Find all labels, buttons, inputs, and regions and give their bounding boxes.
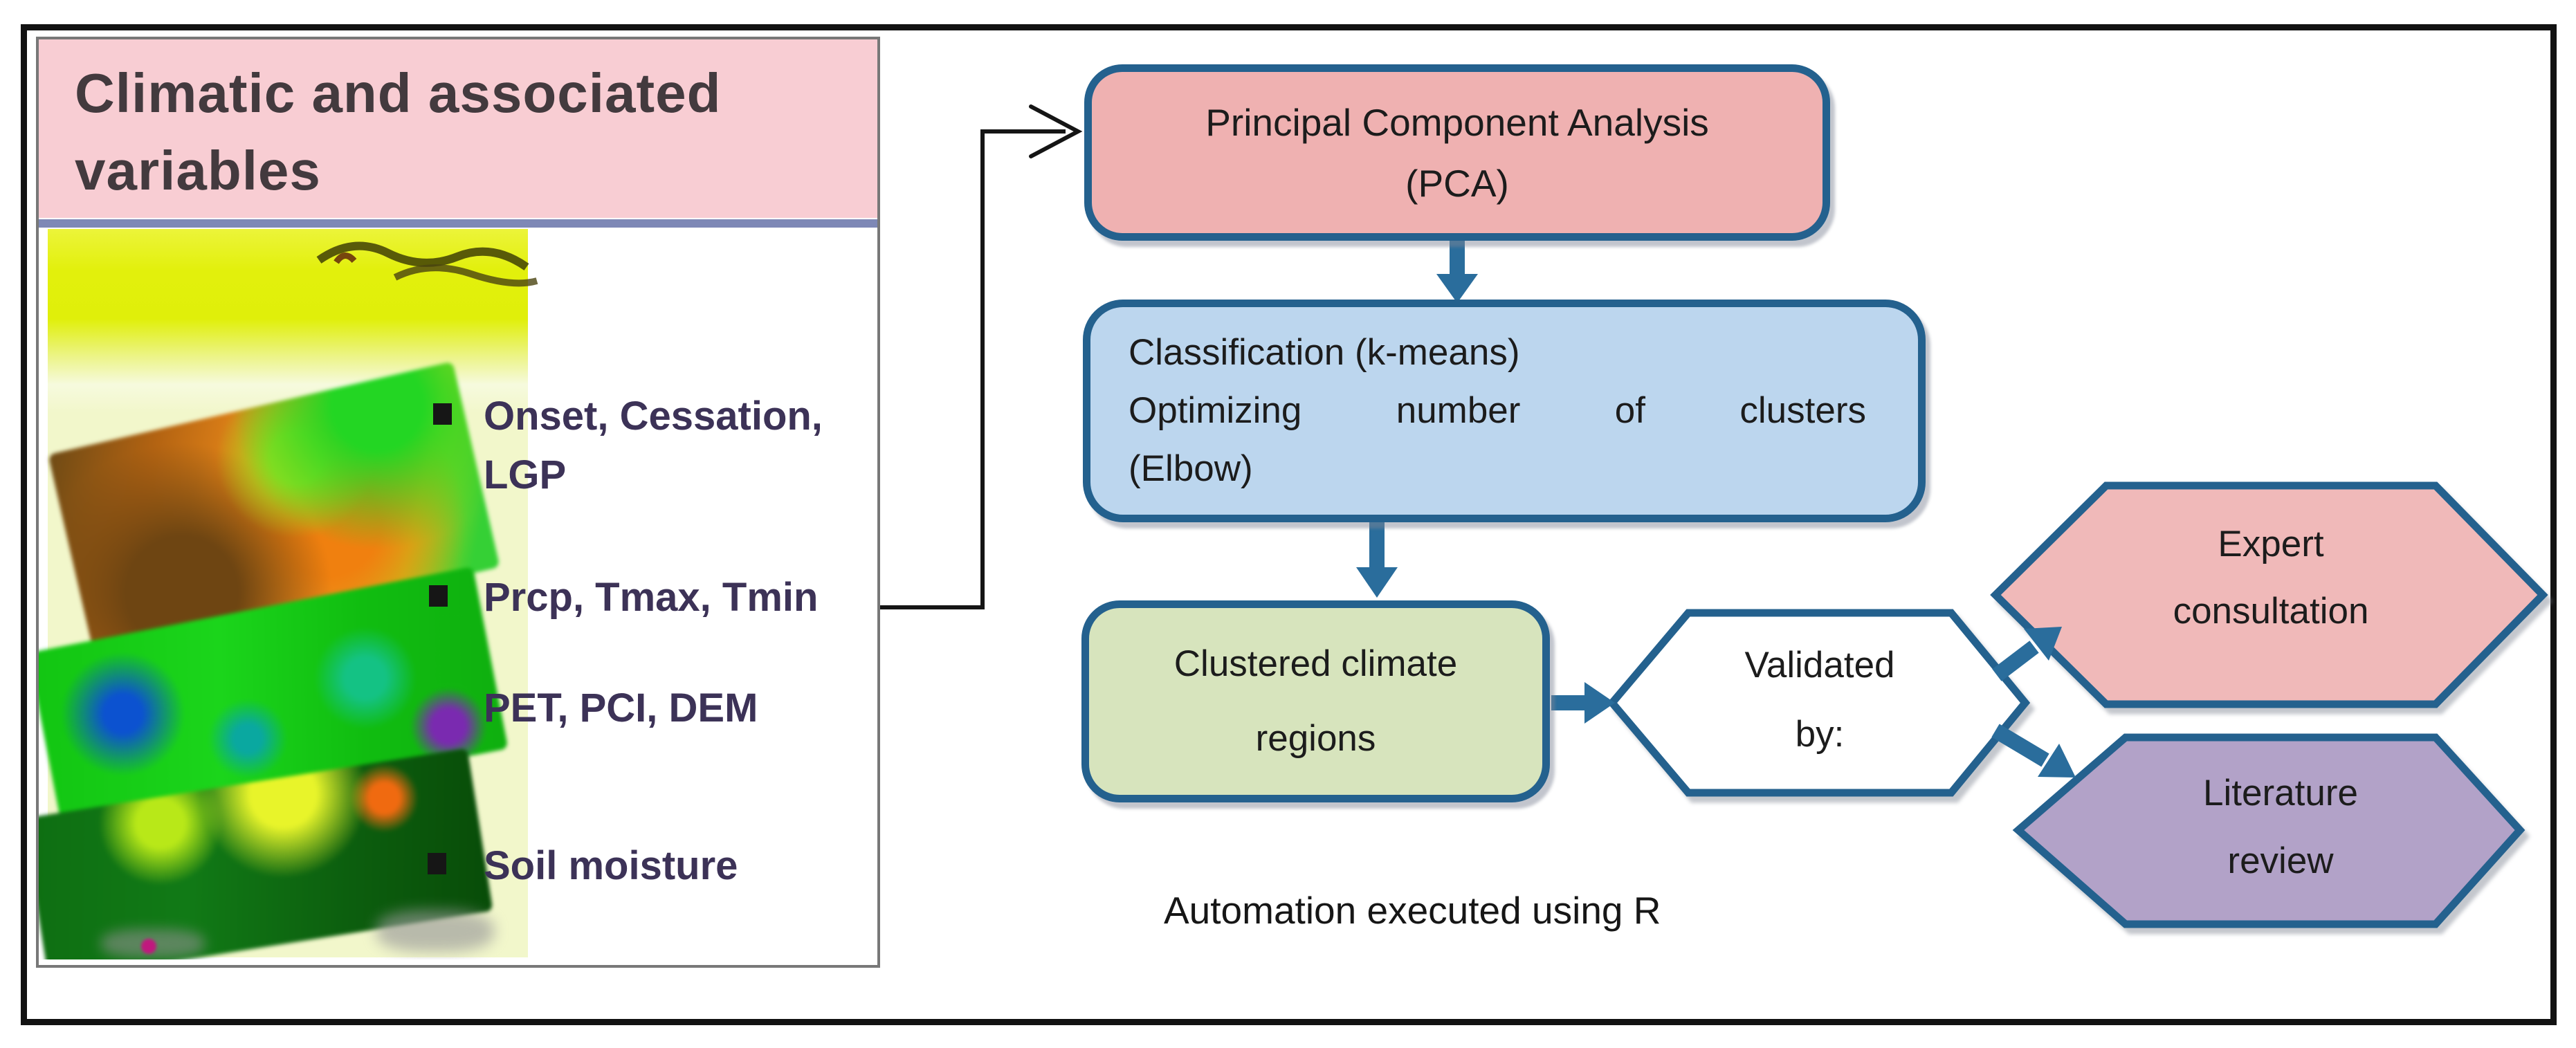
expert-consultation-label: Expert consultation	[2106, 511, 2436, 645]
node-classification-line1: Classification (k-means)	[1129, 332, 1520, 373]
node-pca-line2: (PCA)	[1405, 161, 1509, 205]
node-pca: Principal Component Analysis (PCA)	[1084, 64, 1830, 241]
list-item-line: Soil moisture	[484, 843, 738, 888]
panel-title-line2: variables	[75, 140, 321, 201]
list-item-line: Onset, Cessation,	[484, 394, 823, 439]
validated-line2: by:	[1795, 714, 1845, 755]
node-pca-line1: Principal Component Analysis	[1205, 100, 1709, 144]
panel-content: Onset, Cessation, LGP Prcp, Tmax, Tmin P…	[39, 229, 872, 959]
automation-caption: Automation executed using R	[1164, 889, 1661, 932]
node-classification-line3: (Elbow)	[1129, 448, 1253, 489]
list-item-onset: Onset, Cessation, LGP	[484, 387, 872, 504]
panel-title: Climatic and associated variables	[75, 55, 721, 210]
list-item-pet: PET, PCI, DEM	[484, 679, 872, 737]
list-item-prcp: Prcp, Tmax, Tmin	[484, 568, 872, 627]
bullet-square-icon	[429, 585, 448, 607]
list-item-line: PET, PCI, DEM	[484, 686, 758, 730]
validated-line1: Validated	[1744, 645, 1895, 686]
map-smudge	[376, 910, 494, 952]
outer-frame	[21, 24, 2557, 1025]
validated-by-label: Validated by:	[1674, 631, 1965, 769]
literature-line1: Literature	[2203, 773, 2358, 813]
literature-line2: review	[2227, 840, 2334, 881]
node-classification: Classification (k-means) Optimizing numb…	[1083, 300, 1926, 522]
expert-line2: consultation	[2173, 591, 2369, 632]
list-item-line: Prcp, Tmax, Tmin	[484, 575, 819, 620]
list-item-soil: Soil moisture	[484, 836, 872, 895]
list-item-line: LGP	[484, 452, 567, 497]
bullet-square-icon	[428, 853, 446, 874]
map-dot	[141, 939, 156, 954]
node-clustered-line2: regions	[1255, 718, 1376, 759]
header-divider	[39, 219, 877, 228]
expert-line1: Expert	[2218, 524, 2324, 564]
climatic-variables-panel: Climatic and associated variables Onset,…	[36, 37, 880, 968]
map-scribble-icon	[316, 241, 538, 287]
literature-review-label: Literature review	[2126, 760, 2436, 895]
panel-header: Climatic and associated variables	[39, 39, 877, 218]
node-clustered-line1: Clustered climate	[1173, 643, 1458, 684]
panel-title-line1: Climatic and associated	[75, 62, 722, 124]
bullet-square-icon	[433, 403, 452, 425]
node-clustered-regions: Clustered climate regions	[1081, 600, 1550, 802]
node-classification-line2: Optimizing number of clusters	[1129, 390, 1866, 431]
